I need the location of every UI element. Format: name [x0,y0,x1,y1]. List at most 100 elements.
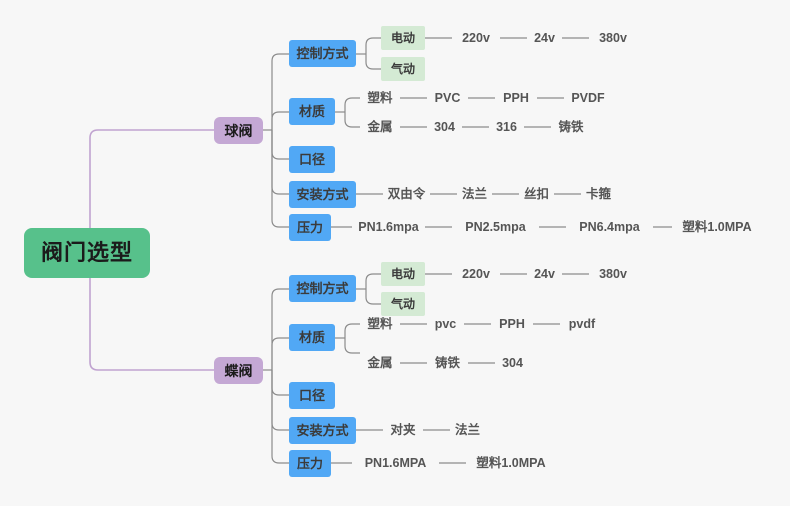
node-bfly-control-method-label: 控制方式 [296,281,349,296]
node-ball-electric-24v[interactable]: 24v [527,28,562,48]
node-bfly-plastic-pvdf[interactable]: pvdf [560,314,604,334]
node-bfly-electric-220v-label: 220v [462,266,490,281]
node-bfly-pressure-pn16-label: PN1.6MPA [364,455,427,470]
node-bfly-plastic-pph-label: PPH [499,316,525,331]
node-ball-metal-cast-iron[interactable]: 铸铁 [551,117,591,137]
node-ball-material-metal[interactable]: 金属 [360,117,400,137]
node-bfly-diameter-label: 口径 [298,388,325,403]
node-bfly-installation[interactable]: 安装方式 [289,417,356,444]
node-bfly-install-wafer[interactable]: 对夹 [383,420,423,440]
node-ball-metal-316-label: 316 [496,119,517,134]
node-bfly-install-flange-label: 法兰 [454,422,480,437]
node-ball-installation[interactable]: 安装方式 [289,181,356,208]
node-bfly-control-electric[interactable]: 电动 [381,262,425,286]
node-bfly-control-pneumatic-label: 气动 [390,297,415,311]
node-bfly-material-plastic[interactable]: 塑料 [360,314,400,334]
branch-node-ball-valve[interactable]: 球阀 [214,117,263,144]
node-bfly-electric-220v[interactable]: 220v [452,264,500,284]
root-node-label: 阀门选型 [40,240,133,265]
node-ball-metal-304[interactable]: 304 [427,117,462,137]
node-ball-pressure-pn25[interactable]: PN2.5mpa [452,217,539,237]
node-ball-plastic-pvdf[interactable]: PVDF [564,88,612,108]
node-ball-plastic-pvdf-label: PVDF [571,90,605,105]
node-bfly-pressure[interactable]: 压力 [289,450,331,477]
node-ball-electric-220v-label: 220v [462,30,490,45]
node-ball-electric-380v[interactable]: 380v [589,28,637,48]
node-ball-pressure-pn64-label: PN6.4mpa [579,219,640,234]
node-bfly-install-flange[interactable]: 法兰 [450,420,485,440]
node-bfly-diameter[interactable]: 口径 [289,382,335,409]
node-ball-control-pneumatic-label: 气动 [390,62,415,76]
node-bfly-metal-cast-iron[interactable]: 铸铁 [427,353,468,373]
node-ball-control-pneumatic[interactable]: 气动 [381,57,425,81]
root-node-valve-selection[interactable]: 阀门选型 [24,228,150,278]
node-ball-metal-316[interactable]: 316 [489,117,524,137]
node-ball-material[interactable]: 材质 [289,98,335,125]
node-ball-install-clamp[interactable]: 卡箍 [581,184,616,204]
branch-node-butterfly-valve[interactable]: 蝶阀 [214,357,263,384]
node-bfly-metal-304[interactable]: 304 [495,353,530,373]
node-bfly-electric-380v-label: 380v [599,266,627,281]
node-bfly-plastic-pvc-label: pvc [434,316,457,331]
node-bfly-pressure-plastic-10mpa[interactable]: 塑料1.0MPA [466,453,556,473]
node-ball-control-electric[interactable]: 电动 [381,26,425,50]
node-ball-install-flange[interactable]: 法兰 [457,184,492,204]
node-ball-install-clamp-label: 卡箍 [585,186,611,201]
node-ball-electric-24v-label: 24v [534,30,555,45]
node-ball-pressure-pn16-label: PN1.6mpa [358,219,419,234]
node-bfly-install-wafer-label: 对夹 [390,422,416,437]
node-bfly-control-method[interactable]: 控制方式 [289,275,356,302]
node-bfly-installation-label: 安装方式 [296,423,349,438]
node-ball-plastic-pvc[interactable]: PVC [427,88,468,108]
node-bfly-control-electric-label: 电动 [390,267,415,281]
node-bfly-pressure-label: 压力 [297,456,324,471]
node-ball-electric-220v[interactable]: 220v [452,28,500,48]
node-ball-installation-label: 安装方式 [296,187,349,202]
branch-node-butterfly-valve-label: 蝶阀 [224,362,253,379]
node-ball-material-plastic-label: 塑料 [367,90,393,105]
node-ball-control-method[interactable]: 控制方式 [289,40,356,67]
node-ball-material-label: 材质 [298,104,325,119]
node-ball-pressure-plastic-10mpa-label: 塑料1.0MPA [682,219,752,234]
node-bfly-metal-304-label: 304 [502,355,523,370]
node-bfly-plastic-pvc[interactable]: pvc [427,314,464,334]
node-ball-control-electric-label: 电动 [390,31,415,45]
node-ball-material-metal-label: 金属 [367,119,393,134]
node-bfly-material-label: 材质 [298,330,325,345]
node-bfly-plastic-pvdf-label: pvdf [568,316,596,331]
node-ball-pressure-pn64[interactable]: PN6.4mpa [566,217,653,237]
node-ball-pressure[interactable]: 压力 [289,214,331,241]
node-ball-control-method-label: 控制方式 [296,46,349,61]
node-bfly-pressure-pn16[interactable]: PN1.6MPA [352,453,439,473]
node-ball-metal-304-label: 304 [434,119,455,134]
node-ball-metal-cast-iron-label: 铸铁 [558,119,584,134]
node-bfly-material-metal[interactable]: 金属 [360,353,400,373]
node-ball-pressure-pn16[interactable]: PN1.6mpa [352,217,425,237]
node-ball-pressure-label: 压力 [297,220,324,235]
node-ball-pressure-pn25-label: PN2.5mpa [465,219,526,234]
node-bfly-material-metal-label: 金属 [367,355,393,370]
node-bfly-electric-24v-label: 24v [534,266,555,281]
node-ball-pressure-plastic-10mpa[interactable]: 塑料1.0MPA [672,217,762,237]
node-ball-plastic-pph[interactable]: PPH [495,88,537,108]
node-ball-material-plastic[interactable]: 塑料 [360,88,400,108]
node-bfly-plastic-pph[interactable]: PPH [491,314,533,334]
node-ball-install-flange-label: 法兰 [461,186,487,201]
node-bfly-electric-24v[interactable]: 24v [527,264,562,284]
node-ball-install-union-label: 双由令 [387,186,426,201]
node-ball-install-thread-label: 丝扣 [523,186,549,201]
node-bfly-material-plastic-label: 塑料 [367,316,393,331]
node-bfly-control-pneumatic[interactable]: 气动 [381,292,425,316]
node-bfly-metal-cast-iron-label: 铸铁 [434,355,460,370]
node-ball-plastic-pvc-label: PVC [434,90,461,105]
branch-node-ball-valve-label: 球阀 [224,122,253,139]
node-bfly-pressure-plastic-10mpa-label: 塑料1.0MPA [476,455,546,470]
node-ball-install-union[interactable]: 双由令 [383,184,430,204]
node-ball-diameter[interactable]: 口径 [289,146,335,173]
node-bfly-material[interactable]: 材质 [289,324,335,351]
node-ball-diameter-label: 口径 [298,152,325,167]
node-ball-install-thread[interactable]: 丝扣 [519,184,554,204]
node-bfly-electric-380v[interactable]: 380v [589,264,637,284]
node-ball-plastic-pph-label: PPH [503,90,529,105]
